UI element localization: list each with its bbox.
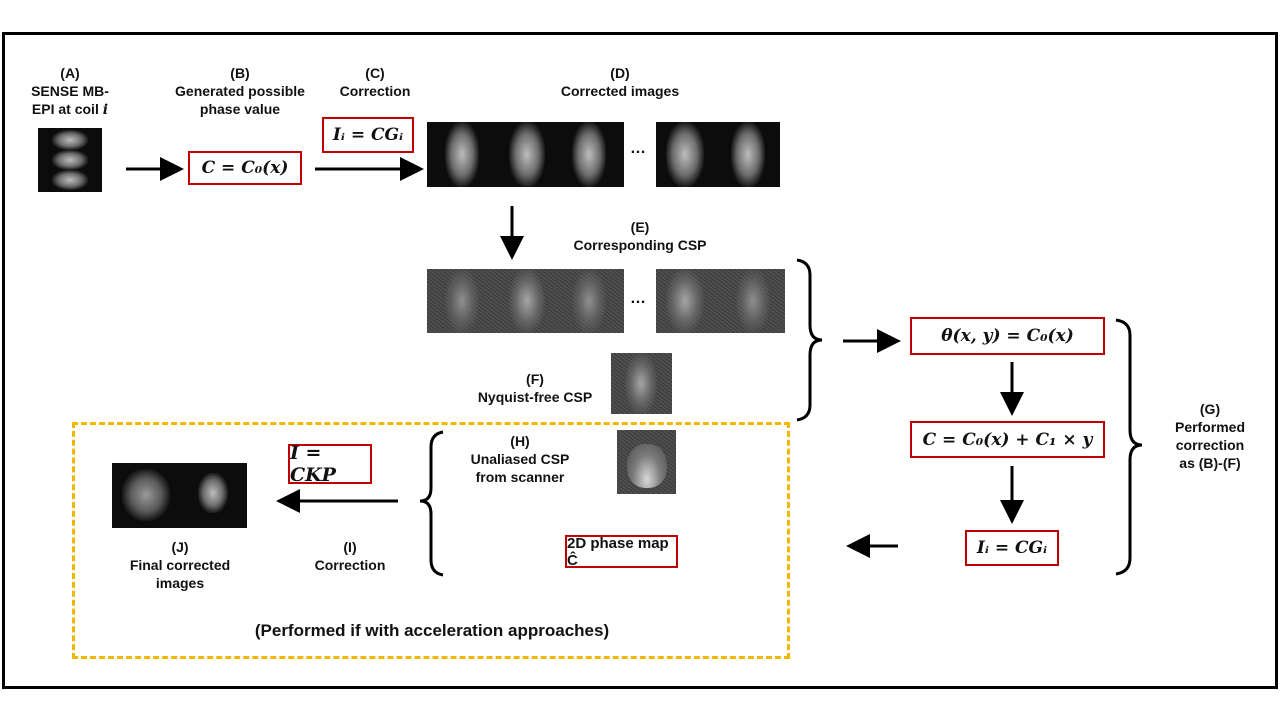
equation-box-ckp: I = CKP [288, 442, 372, 486]
label-g-tag: (G) [1199, 401, 1221, 417]
brace-g [1115, 318, 1143, 576]
label-g-line1: Performed [1174, 419, 1246, 435]
phase-map-box: 2D phase map Ĉ [565, 535, 678, 569]
figure-frame [2, 32, 1278, 689]
equation-box-correction-g: Iᵢ = CGᵢ [965, 530, 1059, 566]
label-i-line1: Correction [314, 557, 386, 573]
label-g-line2: correction [1175, 437, 1245, 453]
label-b-line2: phase value [199, 101, 281, 117]
final-corrected-image [112, 463, 247, 528]
label-g-line3: as (B)-(F) [1179, 455, 1241, 471]
corrected-image-strip-2 [656, 122, 780, 187]
label-h-tag: (H) [510, 433, 530, 449]
label-f: (F) Nyquist-free CSP [460, 370, 610, 406]
label-h-line1: Unaliased CSP [470, 451, 570, 467]
equation-box-correction-c: Iᵢ = CGᵢ [322, 117, 414, 153]
label-j-tag: (J) [171, 539, 189, 555]
label-c-tag: (C) [365, 65, 385, 81]
label-a-line1: SENSE MB- [31, 83, 109, 99]
corrected-image-strip-1 [427, 122, 624, 187]
label-c: (C) Correction [320, 64, 430, 100]
sense-mb-epi-image [38, 128, 102, 192]
unaliased-csp-image [617, 430, 676, 494]
ellipsis-d: … [630, 140, 648, 157]
label-j: (J) Final corrected images [110, 538, 250, 592]
label-d-tag: (D) [610, 65, 630, 81]
label-b-tag: (B) [230, 65, 250, 81]
acceleration-region [72, 422, 790, 659]
label-b-line1: Generated possible [175, 83, 305, 99]
csp-image-strip-2 [656, 269, 785, 333]
brace-ef [796, 258, 823, 422]
label-f-line1: Nyquist-free CSP [477, 389, 593, 405]
acceleration-caption: (Performed if with acceleration approach… [254, 621, 610, 640]
nyquist-free-csp-image [611, 353, 672, 414]
equation-box-initial-phase: C = C₀(x) [188, 151, 302, 185]
label-h-line2: from scanner [475, 469, 565, 485]
label-d-line1: Corrected images [560, 83, 680, 99]
label-e-tag: (E) [630, 219, 650, 235]
label-i: (I) Correction [290, 538, 410, 574]
label-d: (D) Corrected images [520, 64, 720, 100]
label-b: (B) Generated possible phase value [160, 64, 320, 118]
label-e: (E) Corresponding CSP [540, 218, 740, 254]
label-a-line2: EPI at coil i [31, 101, 109, 118]
label-g: (G) Performed correction as (B)-(F) [1160, 400, 1260, 472]
label-e-line1: Corresponding CSP [573, 237, 707, 253]
label-j-line2: images [155, 575, 205, 591]
label-i-tag: (I) [343, 539, 357, 555]
label-a-tag: (A) [60, 65, 80, 81]
equation-box-theta: θ(x, y) = C₀(x) [910, 317, 1105, 355]
label-a: (A) SENSE MB- EPI at coil i [28, 64, 112, 119]
label-h: (H) Unaliased CSP from scanner [460, 432, 580, 486]
csp-image-strip-1 [427, 269, 624, 333]
brace-h [419, 430, 444, 577]
label-c-line1: Correction [339, 83, 411, 99]
label-f-tag: (F) [526, 371, 544, 387]
equation-box-linear-phase: C = C₀(x) + C₁ × y [910, 421, 1105, 458]
ellipsis-e: … [630, 290, 648, 307]
label-j-line1: Final corrected [129, 557, 231, 573]
